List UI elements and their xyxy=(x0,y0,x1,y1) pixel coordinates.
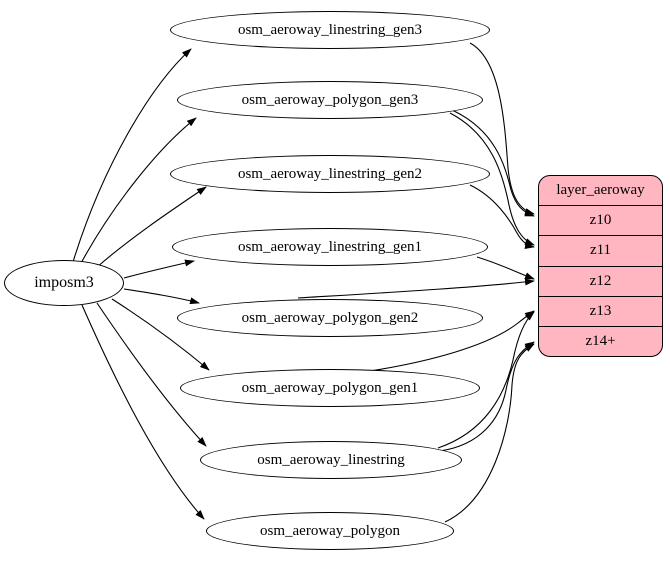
table-node-label: osm_aeroway_polygon_gen1 xyxy=(241,379,419,396)
node-osm-aeroway-polygon-gen3: osm_aeroway_polygon_gen3 xyxy=(177,81,483,119)
edge-polygon-gen3-to-z11 xyxy=(449,112,535,246)
edge-imposm3-to-linestring-gen3 xyxy=(72,48,192,263)
edge-imposm3-to-linestring xyxy=(96,302,207,447)
node-osm-aeroway-polygon: osm_aeroway_polygon xyxy=(206,512,454,550)
edge-imposm3-to-polygon xyxy=(81,304,205,520)
node-imposm3-label: imposm3 xyxy=(34,274,94,291)
table-node-label: osm_aeroway_polygon_gen3 xyxy=(241,91,419,108)
layer-row-label: z11 xyxy=(589,242,612,259)
node-osm-aeroway-polygon-gen1: osm_aeroway_polygon_gen1 xyxy=(180,369,480,407)
layer-row-z11: z11 xyxy=(539,235,662,265)
layer-row-z12: z12 xyxy=(539,265,662,296)
edge-polygon-gen3-to-z10 xyxy=(451,109,535,217)
layer-title: layer_aeroway xyxy=(556,182,645,199)
edge-linestring-gen2-to-z11 xyxy=(469,184,535,249)
edge-imposm3-to-linestring-gen2 xyxy=(95,186,207,269)
layer-row-z14plus: z14+ xyxy=(539,325,662,356)
layer-row-label: z13 xyxy=(589,302,612,319)
node-osm-aeroway-linestring-gen2: osm_aeroway_linestring_gen2 xyxy=(170,155,490,193)
node-layer-aeroway: layer_aeroway z10 z11 z12 z13 z14+ xyxy=(538,175,663,357)
layer-title-row: layer_aeroway xyxy=(539,176,662,205)
edge-linestring-gen3-to-z10 xyxy=(469,42,535,215)
edge-linestring-to-z13 xyxy=(437,311,535,449)
table-node-label: osm_aeroway_linestring xyxy=(257,451,405,468)
node-osm-aeroway-linestring: osm_aeroway_linestring xyxy=(200,441,462,479)
table-node-label: osm_aeroway_linestring_gen3 xyxy=(237,21,423,38)
edge-linestring-to-z14 xyxy=(439,341,535,452)
table-node-label: osm_aeroway_polygon xyxy=(260,522,400,539)
node-imposm3: imposm3 xyxy=(4,260,124,306)
node-osm-aeroway-linestring-gen1: osm_aeroway_linestring_gen1 xyxy=(172,228,488,266)
table-node-label: osm_aeroway_linestring_gen2 xyxy=(237,165,423,182)
edge-imposm3-to-polygon-gen2 xyxy=(123,288,200,305)
edge-polygon-gen2-to-z12 xyxy=(297,278,535,299)
edge-polygon-to-z14 xyxy=(444,343,535,523)
layer-row-label: z14+ xyxy=(585,332,616,349)
layer-row-label: z12 xyxy=(589,272,612,289)
layer-row-z10: z10 xyxy=(539,205,662,235)
edge-imposm3-to-polygon-gen1 xyxy=(111,298,210,371)
node-osm-aeroway-polygon-gen2: osm_aeroway_polygon_gen2 xyxy=(177,299,483,337)
node-osm-aeroway-linestring-gen3: osm_aeroway_linestring_gen3 xyxy=(170,11,490,49)
table-node-label: osm_aeroway_polygon_gen2 xyxy=(241,309,419,326)
edge-linestring-gen1-to-z12 xyxy=(476,256,535,280)
layer-row-z13: z13 xyxy=(539,295,662,326)
edge-imposm3-to-linestring-gen1 xyxy=(123,259,195,279)
table-node-label: osm_aeroway_linestring_gen1 xyxy=(237,238,423,255)
layer-row-label: z10 xyxy=(589,212,612,229)
edge-imposm3-to-polygon-gen3 xyxy=(79,117,197,266)
